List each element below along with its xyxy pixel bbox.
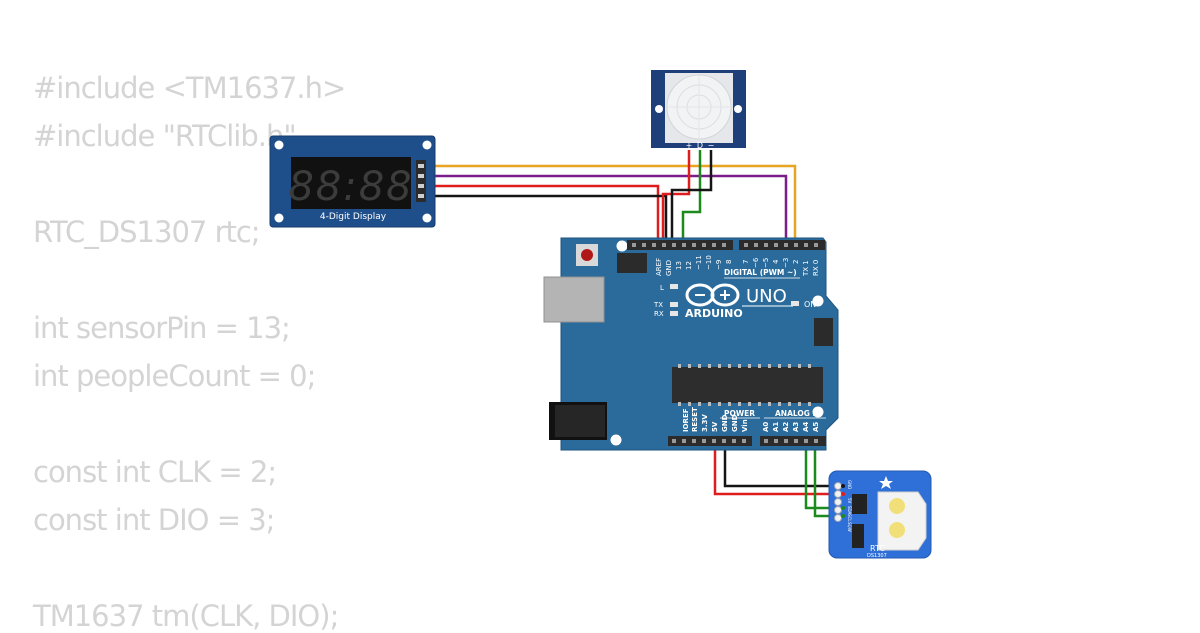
arduino-brand: ARDUINO bbox=[685, 307, 743, 320]
power-header-label: POWER bbox=[724, 409, 755, 418]
digital-header-right bbox=[739, 240, 825, 250]
rtc-pin-5v-label: 5V bbox=[847, 498, 852, 504]
pin-label-12: 12 bbox=[685, 261, 693, 270]
power-header bbox=[668, 436, 752, 446]
arduino-logo-icon bbox=[685, 283, 740, 307]
wire-rtc-gnd[interactable] bbox=[723, 440, 843, 488]
pin-label-2: 2 bbox=[792, 260, 800, 264]
led-rx-label: RX bbox=[654, 310, 664, 318]
pin-label-gnd: GND bbox=[665, 260, 673, 276]
pin-label-vin: Vin bbox=[741, 419, 749, 432]
pir-pin-gnd-label: − bbox=[708, 141, 715, 150]
rtc-pin-sda-label: SDA bbox=[847, 506, 852, 515]
wires bbox=[423, 150, 843, 518]
power-led-label: ON bbox=[804, 300, 816, 309]
digital-header-left bbox=[627, 240, 733, 250]
pir-pin-vcc-label: + bbox=[686, 141, 693, 150]
analog-header bbox=[760, 436, 826, 446]
led-l bbox=[670, 284, 678, 289]
pin-label-a2: A2 bbox=[782, 422, 790, 432]
star-logo-icon bbox=[879, 476, 893, 489]
rtc-crystal bbox=[852, 524, 864, 548]
wire-display-vcc[interactable] bbox=[423, 184, 660, 244]
pin-label-5v: 5V bbox=[711, 421, 719, 432]
pir-pin-signal-label: D bbox=[697, 141, 703, 150]
pin-label-5: ~5 bbox=[762, 258, 770, 268]
wire-dio[interactable] bbox=[423, 174, 788, 244]
pin-label-tx: TX 1 bbox=[802, 260, 810, 277]
pin-label-3: ~3 bbox=[782, 258, 790, 268]
arduino-model: UNO bbox=[746, 286, 787, 307]
pin-label-a0: A0 bbox=[762, 422, 770, 432]
rtc-title: RTC bbox=[870, 544, 885, 553]
display-digits: 88:88 bbox=[288, 164, 413, 210]
wire-clk[interactable] bbox=[423, 164, 797, 244]
arduino-uno-board[interactable]: AREF GND 13 12 ~11 ~10 ~9 8 7 ~6 ~5 4 ~3… bbox=[543, 237, 839, 451]
display-label: 4-Digit Display bbox=[320, 212, 387, 222]
pin-label-9: ~9 bbox=[715, 260, 723, 270]
pin-label-11: ~11 bbox=[695, 255, 703, 270]
wire-pir-vcc[interactable] bbox=[661, 150, 691, 244]
pin-label-13: 13 bbox=[675, 261, 683, 270]
rtc-chip bbox=[852, 494, 867, 514]
pin-label-10: ~10 bbox=[705, 255, 713, 270]
wire-pir-signal[interactable] bbox=[681, 150, 702, 244]
rtc-pin-sqw-label: SQW bbox=[847, 522, 852, 532]
pin-label-rx: RX 0 bbox=[812, 260, 820, 276]
wire-rtc-vcc[interactable] bbox=[713, 440, 843, 496]
wire-pir-gnd[interactable] bbox=[670, 150, 713, 244]
pin-label-a3: A3 bbox=[792, 422, 800, 432]
rtc-subtitle: DS1307 bbox=[867, 553, 887, 559]
pin-label-8: 8 bbox=[725, 260, 733, 264]
digital-header-label: DIGITAL (PWM ~) bbox=[724, 268, 797, 277]
pin-label-reset: RESET bbox=[691, 407, 699, 432]
power-led bbox=[791, 301, 799, 306]
rtc-pin-scl-label: SCL bbox=[847, 514, 852, 522]
pin-label-gnd-1: GND bbox=[721, 414, 729, 432]
four-digit-display[interactable]: 88:88 4-Digit Display bbox=[269, 135, 436, 228]
pir-motion-sensor[interactable]: + D − bbox=[651, 70, 746, 150]
pin-label-7: 7 bbox=[742, 260, 750, 264]
led-l-label: L bbox=[660, 284, 664, 292]
pin-label-4: 4 bbox=[772, 259, 780, 264]
pin-label-ioref: IOREF bbox=[682, 408, 690, 432]
pin-label-a4: A4 bbox=[802, 422, 810, 432]
atmega-chip bbox=[672, 367, 823, 403]
pin-label-a1: A1 bbox=[772, 422, 780, 432]
led-rx bbox=[670, 311, 678, 316]
rtc-ds1307-module[interactable]: GND 5V SDA SCL SQW RTC DS1307 bbox=[828, 470, 932, 559]
pin-label-3v3: 3.3V bbox=[701, 414, 709, 432]
led-tx bbox=[670, 302, 678, 307]
analog-header-label: ANALOG IN bbox=[775, 409, 822, 418]
pin-label-a5: A5 bbox=[812, 422, 820, 432]
pin-label-aref: AREF bbox=[655, 258, 663, 276]
led-tx-label: TX bbox=[653, 301, 663, 309]
wire-display-gnd[interactable] bbox=[423, 194, 668, 244]
rtc-pin-gnd-label: GND bbox=[847, 480, 852, 489]
pin-label-gnd-2: GND bbox=[731, 414, 739, 432]
pin-label-6: ~6 bbox=[752, 257, 760, 268]
